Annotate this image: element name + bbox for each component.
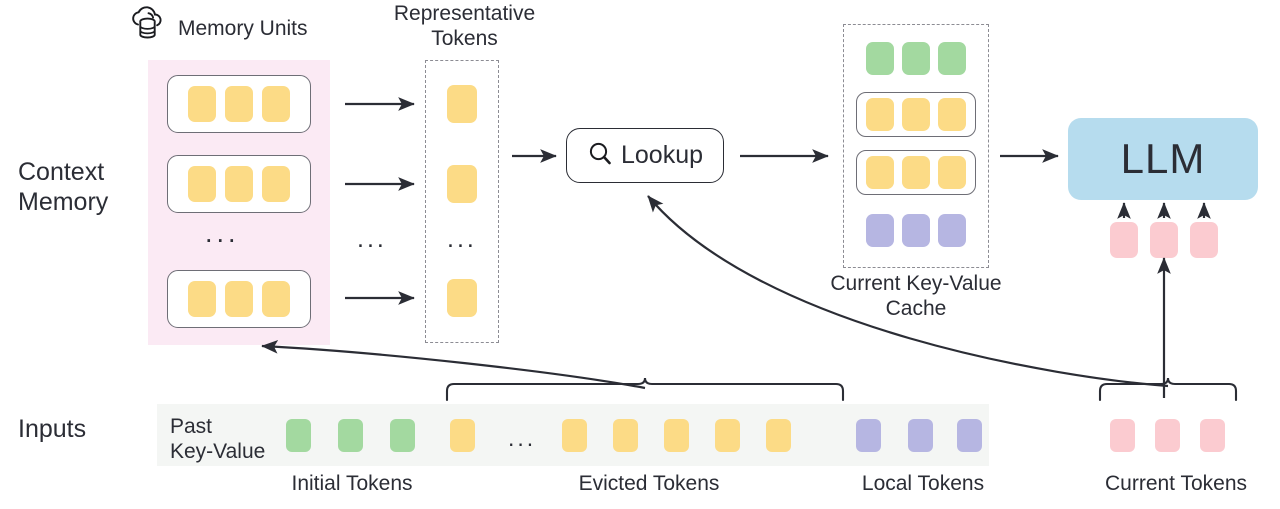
current-token [1155,419,1180,452]
memory-token [188,166,216,202]
kv-token [866,156,894,189]
kv-row-retrieved-2 [856,150,976,195]
lookup-button[interactable]: Lookup [566,128,724,183]
input-token-green [338,419,363,452]
memory-unit-3[interactable] [167,270,311,328]
past-key-value-label: Past Key-Value [170,415,266,464]
inputs-ellipsis: ... [508,425,537,451]
input-token-yellow [450,419,475,452]
kv-token [866,42,894,75]
input-token-yellow [715,419,740,452]
representative-token [447,85,477,123]
caption-current-tokens: Current Tokens [1104,472,1248,495]
memory-token [262,281,290,317]
llm-input-token [1150,222,1178,258]
kv-row-local [856,208,976,253]
representative-tokens-ellipsis: ... [447,225,477,253]
representative-tokens-box [425,60,499,343]
cloud-database-icon [126,4,170,53]
kv-token [938,156,966,189]
inputs-row-label: Inputs [18,415,87,443]
kv-token [938,42,966,75]
kv-token [902,42,930,75]
input-token-yellow [664,419,689,452]
input-token-yellow [562,419,587,452]
llm-label: LLM [1120,135,1206,182]
memory-token [225,86,253,122]
llm-input-token [1110,222,1138,258]
input-token-yellow [613,419,638,452]
memory-token [188,281,216,317]
memory-unit-2[interactable] [167,155,311,213]
kv-token [938,214,966,247]
current-token [1200,419,1225,452]
caption-initial-tokens: Initial Tokens [291,472,413,495]
memory-units-header: Memory Units [126,4,308,53]
input-token-green [286,419,311,452]
representative-token [447,165,477,203]
input-token-yellow [766,419,791,452]
current-token [1110,419,1135,452]
kv-token [902,156,930,189]
kv-token [902,98,930,131]
current-kv-cache-caption: Current Key-Value Cache [830,272,1002,320]
memory-token [225,281,253,317]
kv-row-initial [856,36,976,81]
kv-token [866,98,894,131]
brace-evicted-tokens [445,377,845,402]
brace-current-tokens [1098,377,1238,402]
context-memory-row-label: Context Memory [18,158,109,216]
representative-tokens-title: Representative Tokens [393,2,536,50]
caption-evicted-tokens: Evicted Tokens [578,472,720,495]
input-token-purple [957,419,982,452]
memory-unit-1[interactable] [167,75,311,133]
kv-token [902,214,930,247]
memory-token [262,166,290,202]
llm-box: LLM [1068,118,1258,200]
arrows-ellipsis: ... [357,225,387,253]
input-token-purple [856,419,881,452]
kv-row-retrieved-1 [856,92,976,137]
memory-token [262,86,290,122]
representative-token [447,279,477,317]
memory-units-label: Memory Units [178,16,308,40]
arrow-evicted-to-context-memory [261,339,646,390]
kv-token [938,98,966,131]
memory-units-ellipsis: ... [205,218,240,248]
memory-token [188,86,216,122]
lookup-label: Lookup [620,141,704,169]
input-token-green [390,419,415,452]
input-token-purple [908,419,933,452]
caption-local-tokens: Local Tokens [861,472,985,495]
llm-input-token [1190,222,1218,258]
kv-token [866,214,894,247]
search-icon [587,140,614,172]
memory-token [225,166,253,202]
